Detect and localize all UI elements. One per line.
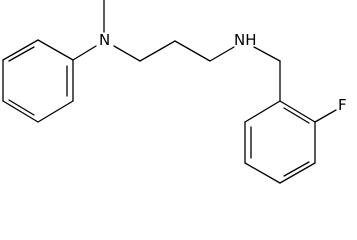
bond-ring1-c <box>2 100 39 123</box>
double-bond-ring1-3 <box>8 46 35 62</box>
bond-n-phenyl <box>72 45 97 61</box>
bond-ring2-f <box>244 100 281 123</box>
bond-ring1-f <box>37 39 74 61</box>
bond-nh-ch2 <box>253 46 281 62</box>
atom-label-n: N <box>99 31 110 49</box>
atom-label-nh: NH <box>234 31 257 49</box>
bond-ring1-b <box>37 100 74 123</box>
fluorophenyl-ring <box>244 100 316 184</box>
double-bond-ring1-2 <box>8 99 35 116</box>
phenyl-ring <box>2 39 74 123</box>
bond-n-c1 <box>113 45 141 62</box>
bond-ring2-d <box>244 162 281 184</box>
molecule-structure: N NH F <box>2 0 347 184</box>
bond-ring1-e <box>2 39 39 61</box>
double-bond-ring2-2 <box>283 161 310 177</box>
structure-canvas: N NH F <box>2 0 347 184</box>
bond-c-f <box>314 109 337 123</box>
bond-c3-nh <box>209 46 235 62</box>
bond-c2-c3 <box>174 40 211 62</box>
bond-ring2-c <box>279 162 316 184</box>
double-bond-ring2-1 <box>283 107 310 124</box>
atom-label-f: F <box>338 96 347 114</box>
bond-c1-c2 <box>139 40 176 62</box>
bond-ring2-a <box>279 100 316 123</box>
